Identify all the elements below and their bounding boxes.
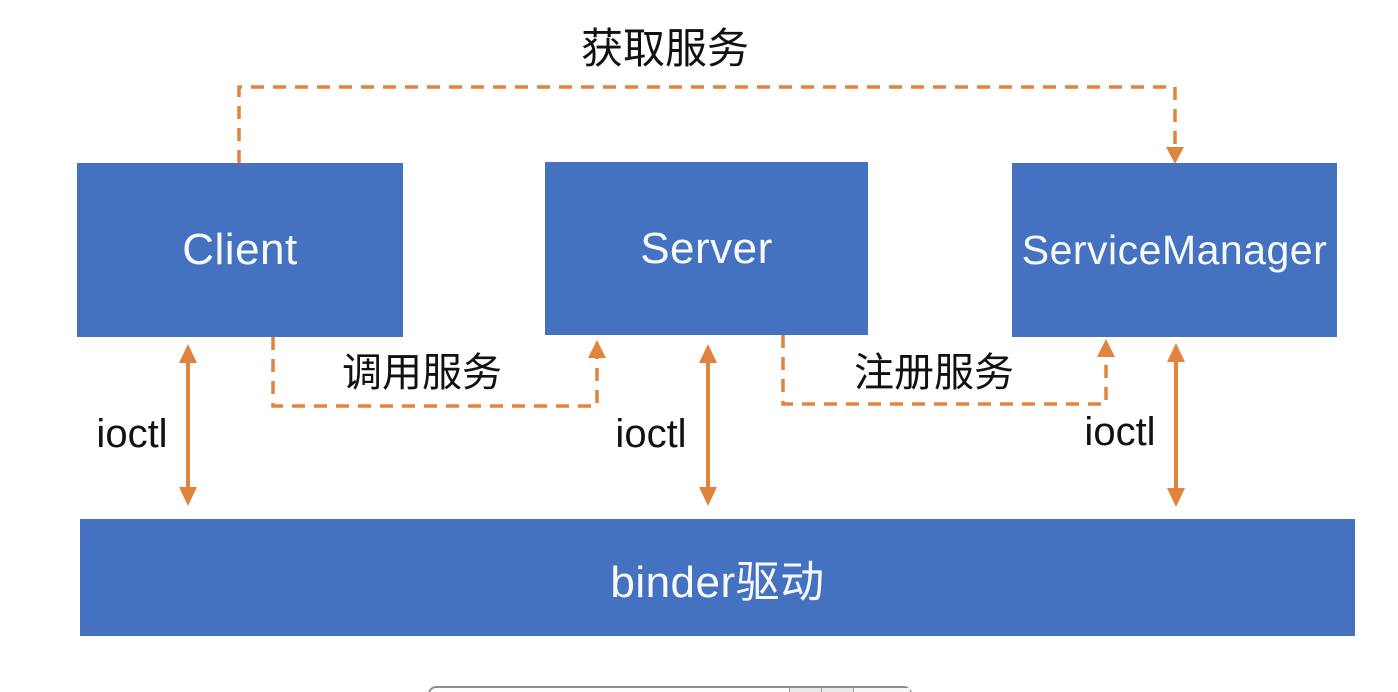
arrowhead-up-icon bbox=[1097, 339, 1115, 357]
node-binder-driver-label: binder驱动 bbox=[610, 557, 825, 607]
node-service-manager: ServiceManager bbox=[1012, 163, 1337, 337]
toolbar-segment-3[interactable] bbox=[853, 688, 910, 692]
ioctl-service-manager-arrow bbox=[1167, 343, 1185, 507]
edge-label-ioctl-client: ioctl bbox=[96, 412, 168, 456]
edge-label-get-service: 获取服务 bbox=[580, 25, 750, 72]
node-service-manager-label: ServiceManager bbox=[1021, 226, 1328, 273]
edge-label-ioctl-service-manager: ioctl bbox=[1084, 410, 1156, 454]
node-server: Server bbox=[545, 162, 868, 335]
ioctl-server-arrow bbox=[699, 344, 717, 506]
edge-label-ioctl-server: ioctl bbox=[615, 412, 687, 456]
get-service-connector bbox=[237, 85, 1184, 164]
bottom-toolbar[interactable] bbox=[428, 686, 912, 692]
toolbar-segment-2[interactable] bbox=[821, 688, 853, 692]
arrowhead-up-icon bbox=[179, 344, 197, 363]
ioctl-client-arrow bbox=[179, 344, 197, 506]
edge-label-call-service: 调用服务 bbox=[342, 351, 502, 395]
arrowhead-up-icon bbox=[588, 340, 606, 358]
node-binder-driver: binder驱动 bbox=[80, 519, 1355, 636]
arrowhead-down-icon bbox=[1166, 147, 1184, 164]
arrowhead-up-icon bbox=[699, 344, 717, 363]
register-service-connector bbox=[781, 335, 1115, 406]
arrowhead-down-icon bbox=[179, 487, 197, 506]
edge-label-register-service: 注册服务 bbox=[854, 351, 1014, 395]
arrowhead-up-icon bbox=[1167, 343, 1185, 362]
call-service-connector bbox=[271, 337, 606, 408]
node-server-label: Server bbox=[640, 223, 773, 273]
arrowhead-down-icon bbox=[699, 487, 717, 506]
node-client: Client bbox=[77, 163, 403, 337]
node-client-label: Client bbox=[182, 225, 298, 274]
toolbar-segment-1[interactable] bbox=[789, 688, 821, 692]
arrowhead-down-icon bbox=[1167, 488, 1185, 507]
